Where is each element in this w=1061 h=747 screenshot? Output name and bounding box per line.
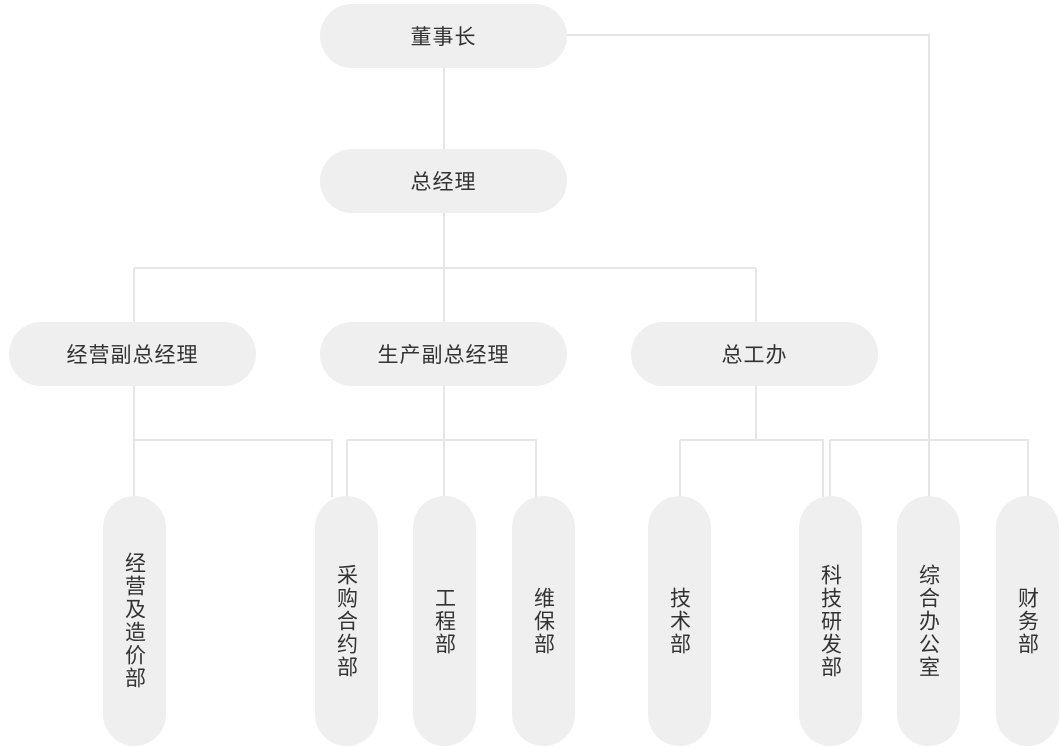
- node-dept-finance-label: 财务部: [1015, 586, 1040, 656]
- node-dept-operations-costing[interactable]: 经营及造价部: [103, 496, 166, 746]
- node-vp-operations-label: 经营副总经理: [66, 343, 199, 367]
- node-dept-operations-costing-label: 经营及造价部: [122, 552, 147, 690]
- node-dept-rnd[interactable]: 科技研发部: [799, 496, 862, 746]
- node-dept-procurement-contracts[interactable]: 采购合约部: [315, 496, 378, 746]
- node-chairman-label: 董事长: [410, 25, 477, 49]
- node-general-manager-label: 总经理: [410, 170, 477, 194]
- node-dept-maintenance-label: 维保部: [531, 586, 556, 656]
- node-general-office[interactable]: 总工办: [631, 322, 878, 386]
- node-dept-rnd-label: 科技研发部: [818, 563, 843, 679]
- node-general-office-label: 总工办: [721, 343, 788, 367]
- connector-chairman-right: [566, 34, 930, 497]
- node-dept-admin-office-label: 综合办公室: [916, 563, 941, 679]
- node-dept-technology-label: 技术部: [667, 586, 692, 656]
- node-dept-procurement-contracts-label: 采购合约部: [334, 563, 359, 679]
- node-dept-engineering[interactable]: 工程部: [413, 496, 476, 746]
- connector-vp-prod-branch: [347, 439, 537, 497]
- connector-vp-ops-branch: [134, 439, 333, 497]
- node-dept-maintenance[interactable]: 维保部: [512, 496, 575, 746]
- node-dept-admin-office[interactable]: 综合办公室: [897, 496, 960, 746]
- connector-office-branch: [680, 439, 824, 497]
- node-chairman[interactable]: 董事长: [320, 4, 567, 68]
- node-vp-production[interactable]: 生产副总经理: [320, 322, 567, 386]
- node-dept-engineering-label: 工程部: [432, 586, 457, 656]
- node-general-manager[interactable]: 总经理: [320, 149, 567, 213]
- node-vp-operations[interactable]: 经营副总经理: [9, 322, 256, 386]
- node-dept-technology[interactable]: 技术部: [648, 496, 711, 746]
- connector-right-branch: [830, 439, 1029, 497]
- node-vp-production-label: 生产副总经理: [377, 343, 510, 367]
- node-dept-finance[interactable]: 财务部: [996, 496, 1059, 746]
